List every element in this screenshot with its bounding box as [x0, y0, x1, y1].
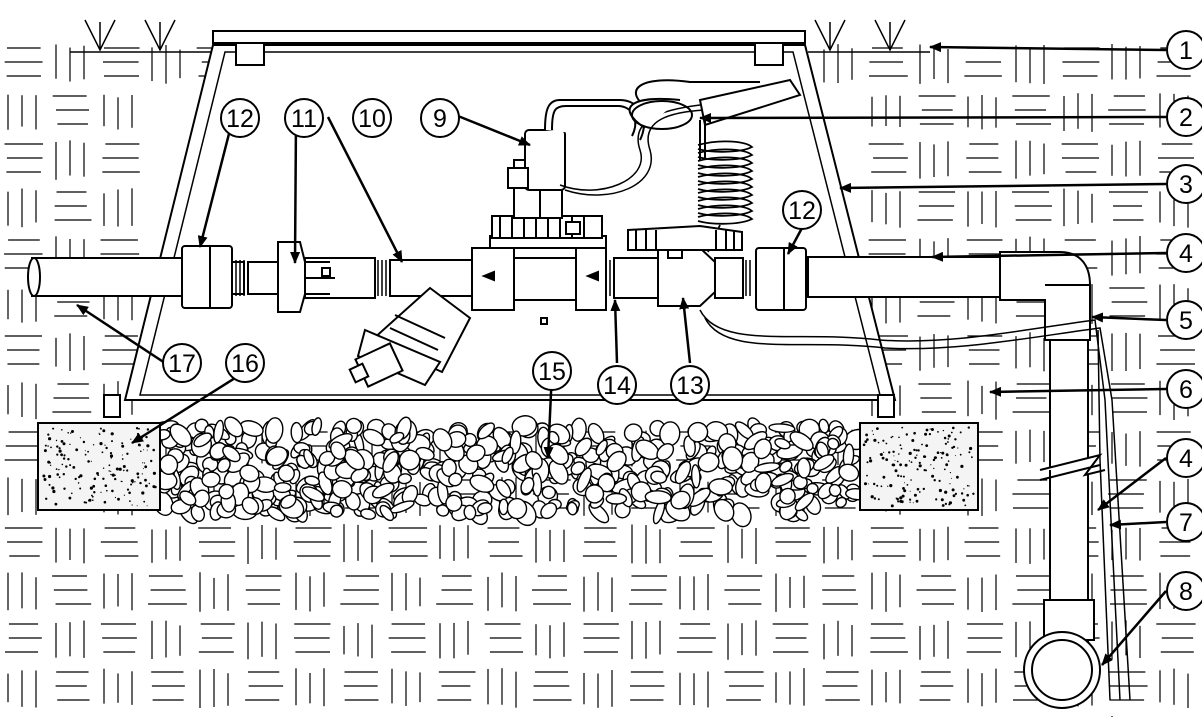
callout-circle	[1166, 164, 1202, 204]
callout-number: 2	[1179, 104, 1193, 132]
callout-circle	[220, 98, 260, 138]
callout-c13: 13	[670, 365, 710, 405]
callout-circle	[352, 98, 392, 138]
callout-c3: 3	[1166, 164, 1202, 204]
callout-c9: 9	[420, 98, 460, 138]
callout-c5: 5	[1166, 300, 1202, 340]
callout-circle	[532, 351, 572, 391]
pipe-break-symbol	[1039, 453, 1106, 481]
concrete-block-right	[859, 422, 979, 511]
callout-circle	[1166, 571, 1202, 611]
callout-c2: 2	[1166, 97, 1202, 137]
callout-circle	[597, 365, 637, 405]
callout-number: 14	[603, 372, 631, 400]
union-fitting-right	[755, 247, 807, 311]
callout-number: 12	[788, 197, 816, 225]
callout-number: 10	[358, 105, 386, 133]
callout-c11: 11	[284, 98, 324, 138]
callout-c8: 8	[1166, 571, 1202, 611]
elbow-and-riser	[999, 251, 1101, 709]
callout-number: 4	[1179, 445, 1193, 473]
solenoid-wires	[559, 104, 706, 196]
callout-circle	[420, 98, 460, 138]
callout-circle	[1166, 300, 1202, 340]
callout-c7: 7	[1166, 502, 1202, 542]
callout-number: 9	[433, 105, 447, 133]
callout-c14: 14	[597, 365, 637, 405]
callout-number: 3	[1179, 171, 1193, 199]
callout-c4a: 4	[1166, 233, 1202, 273]
field-wires	[699, 309, 1131, 701]
gravel-bed	[151, 415, 871, 528]
callout-circle	[1166, 502, 1202, 542]
callout-circle	[284, 98, 324, 138]
callout-c12a: 12	[220, 98, 260, 138]
callout-number: 7	[1179, 509, 1193, 537]
callout-c4b: 4	[1166, 438, 1202, 478]
callout-number: 11	[291, 105, 317, 133]
callout-number: 1	[1179, 37, 1193, 65]
callout-number: 12	[226, 105, 254, 133]
callout-circle	[1166, 369, 1202, 409]
callout-number: 17	[168, 350, 196, 378]
callout-number: 16	[231, 350, 259, 378]
callout-leaders	[76, 42, 1167, 666]
callout-circle	[1166, 97, 1202, 137]
callout-number: 13	[676, 372, 704, 400]
ball-valve	[613, 224, 744, 307]
callout-c1: 1	[1166, 30, 1202, 70]
callout-c16: 16	[225, 343, 265, 383]
callout-c10: 10	[352, 98, 392, 138]
grass-surface	[70, 19, 930, 53]
callout-number: 5	[1179, 307, 1193, 335]
callout-c12b: 12	[782, 190, 822, 230]
callout-number: 6	[1179, 376, 1193, 404]
coiled-wire	[697, 140, 754, 253]
solenoid	[507, 99, 645, 191]
callout-circle	[225, 343, 265, 383]
callout-c6: 6	[1166, 369, 1202, 409]
callout-circle	[1166, 30, 1202, 70]
callout-c15: 15	[532, 351, 572, 391]
waterproof-connector	[628, 78, 802, 160]
supply-pipe	[27, 256, 1009, 298]
callout-number: 4	[1179, 240, 1193, 268]
callout-circle	[1166, 438, 1202, 478]
callout-circle	[1166, 233, 1202, 273]
callout-number: 15	[538, 358, 566, 386]
pressure-regulator	[247, 241, 376, 313]
callout-c17: 17	[162, 343, 202, 383]
callout-circle	[162, 343, 202, 383]
callout-circle	[670, 365, 710, 405]
callout-circle	[782, 190, 822, 230]
callout-number: 8	[1179, 578, 1193, 606]
